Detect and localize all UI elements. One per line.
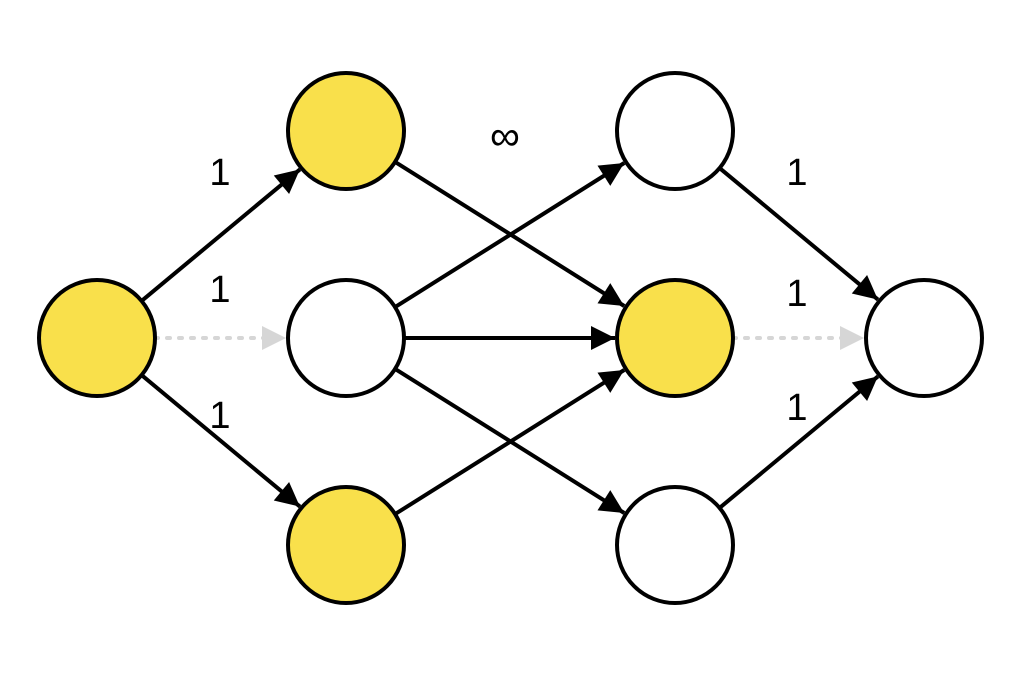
edge-label-b1-t: 1 [786,152,807,194]
edge-label-infinity: ∞ [490,112,520,159]
edge-s-a1 [140,167,302,303]
nodes-layer [37,71,984,605]
edge-b3-t [718,374,880,510]
edge-a3-b2 [394,368,626,516]
node-b1 [615,71,735,191]
node-s [37,278,157,398]
labels-layer: 1 1 1 ∞ 1 1 1 [209,112,807,437]
node-a3 [286,485,406,605]
edge-label-b3-t: 1 [786,387,807,429]
edge-label-s-a1: 1 [209,152,230,194]
edge-label-b2-t: 1 [786,273,807,315]
edge-label-s-a2: 1 [209,269,230,311]
edge-label-s-a3: 1 [209,395,230,437]
edge-b1-t [718,166,880,302]
node-b2 [615,278,735,398]
node-b3 [615,485,735,605]
edge-s-a3 [140,373,302,509]
node-t [864,278,984,398]
node-a2 [286,278,406,398]
edge-a2-b1 [394,161,626,309]
edges-layer [140,160,880,516]
node-a1 [286,71,406,191]
